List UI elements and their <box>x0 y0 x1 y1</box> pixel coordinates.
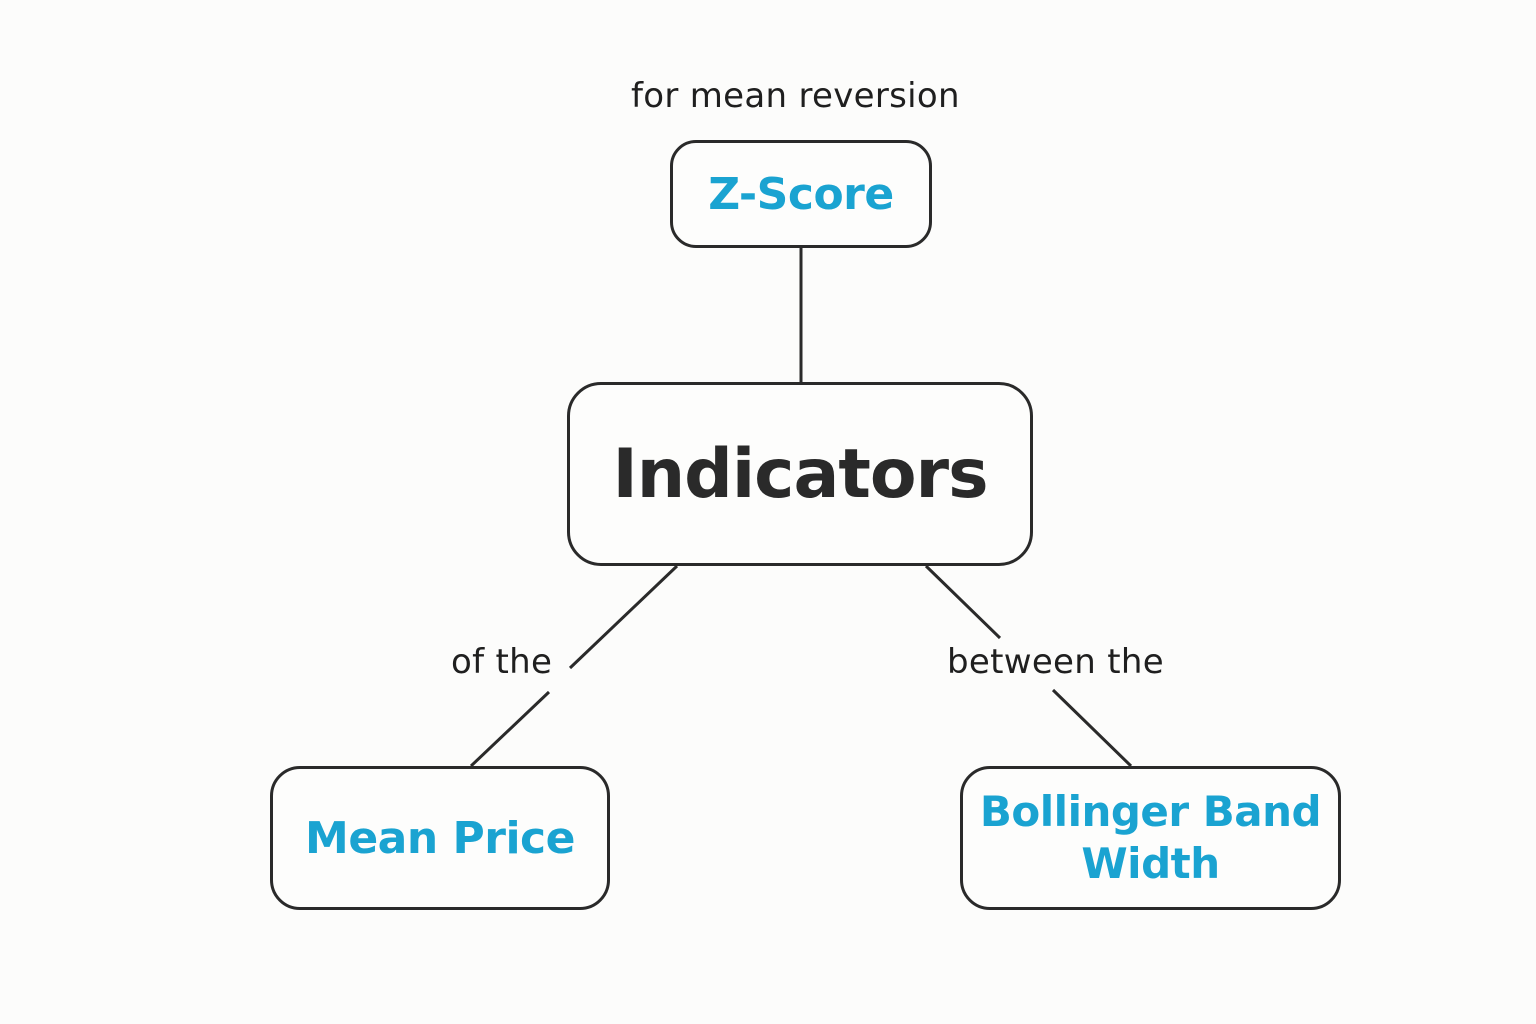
node-zscore[interactable]: Z-Score <box>670 140 932 248</box>
connector-between-the-bollinger <box>1051 688 1133 768</box>
connector-indicators-of-the <box>568 564 679 670</box>
node-indicators[interactable]: Indicators <box>567 382 1033 566</box>
node-bollinger-label-line1: Bollinger Band <box>979 786 1322 836</box>
connector-of-the-mean-price <box>469 690 551 768</box>
node-indicators-label: Indicators <box>612 434 988 514</box>
node-zscore-label: Z-Score <box>708 168 894 220</box>
node-bollinger-label-line2: Width <box>1081 839 1220 888</box>
node-mean-price-label: Mean Price <box>305 812 575 864</box>
node-bollinger-band-width[interactable]: Bollinger Band Width <box>960 766 1341 910</box>
edge-label-for-mean-reversion: for mean reversion <box>631 76 960 116</box>
edge-label-between-the: between the <box>947 642 1164 682</box>
connector-indicators-between-the <box>924 564 1002 640</box>
edge-label-of-the: of the <box>451 642 553 682</box>
node-mean-price[interactable]: Mean Price <box>270 766 610 910</box>
